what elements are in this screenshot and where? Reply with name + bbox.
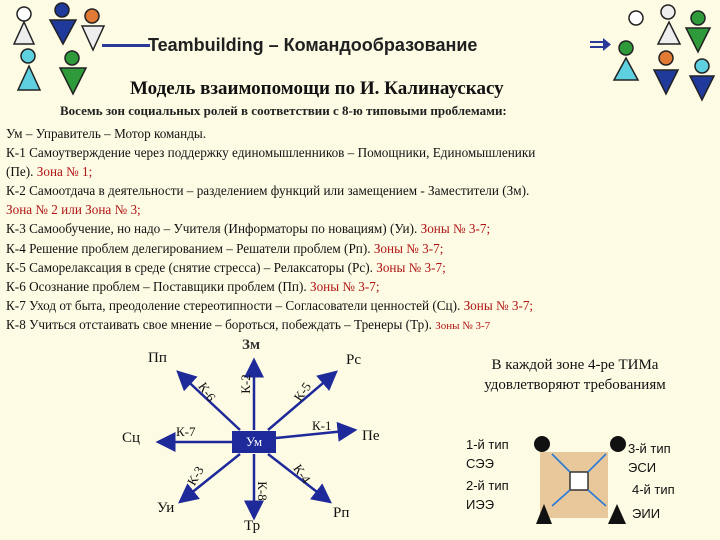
node-pp: Пп [148,350,167,367]
node-ui: Уи [157,500,174,517]
type-4-code: ЭИИ [632,506,660,521]
zone-note: В каждой зоне 4-ре ТИМа удовлетворяют тр… [470,355,680,395]
node-rs: Рс [346,352,361,369]
type-3-label: 3-й тип [628,441,671,456]
type-3-code: ЭСИ [628,460,656,475]
label-k2: К-2 [238,374,254,394]
center-node-um: Ум [232,431,276,453]
node-sc: Сц [122,430,140,447]
type-2-code: ИЭЭ [466,497,494,512]
node-zm: Зм [242,337,260,354]
node-rp: Рп [333,505,349,522]
label-k1: К-1 [312,418,332,434]
type-1-code: СЭЭ [466,456,494,471]
type-1-label: 1-й тип [466,437,509,452]
label-k8: К-8 [254,481,270,501]
label-k7: К-7 [176,424,196,440]
node-pe: Пе [362,428,380,445]
type-4-label: 4-й тип [632,482,675,497]
tim-types-figures [530,432,630,532]
node-tr: Тр [244,518,260,535]
type-2-label: 2-й тип [466,478,509,493]
